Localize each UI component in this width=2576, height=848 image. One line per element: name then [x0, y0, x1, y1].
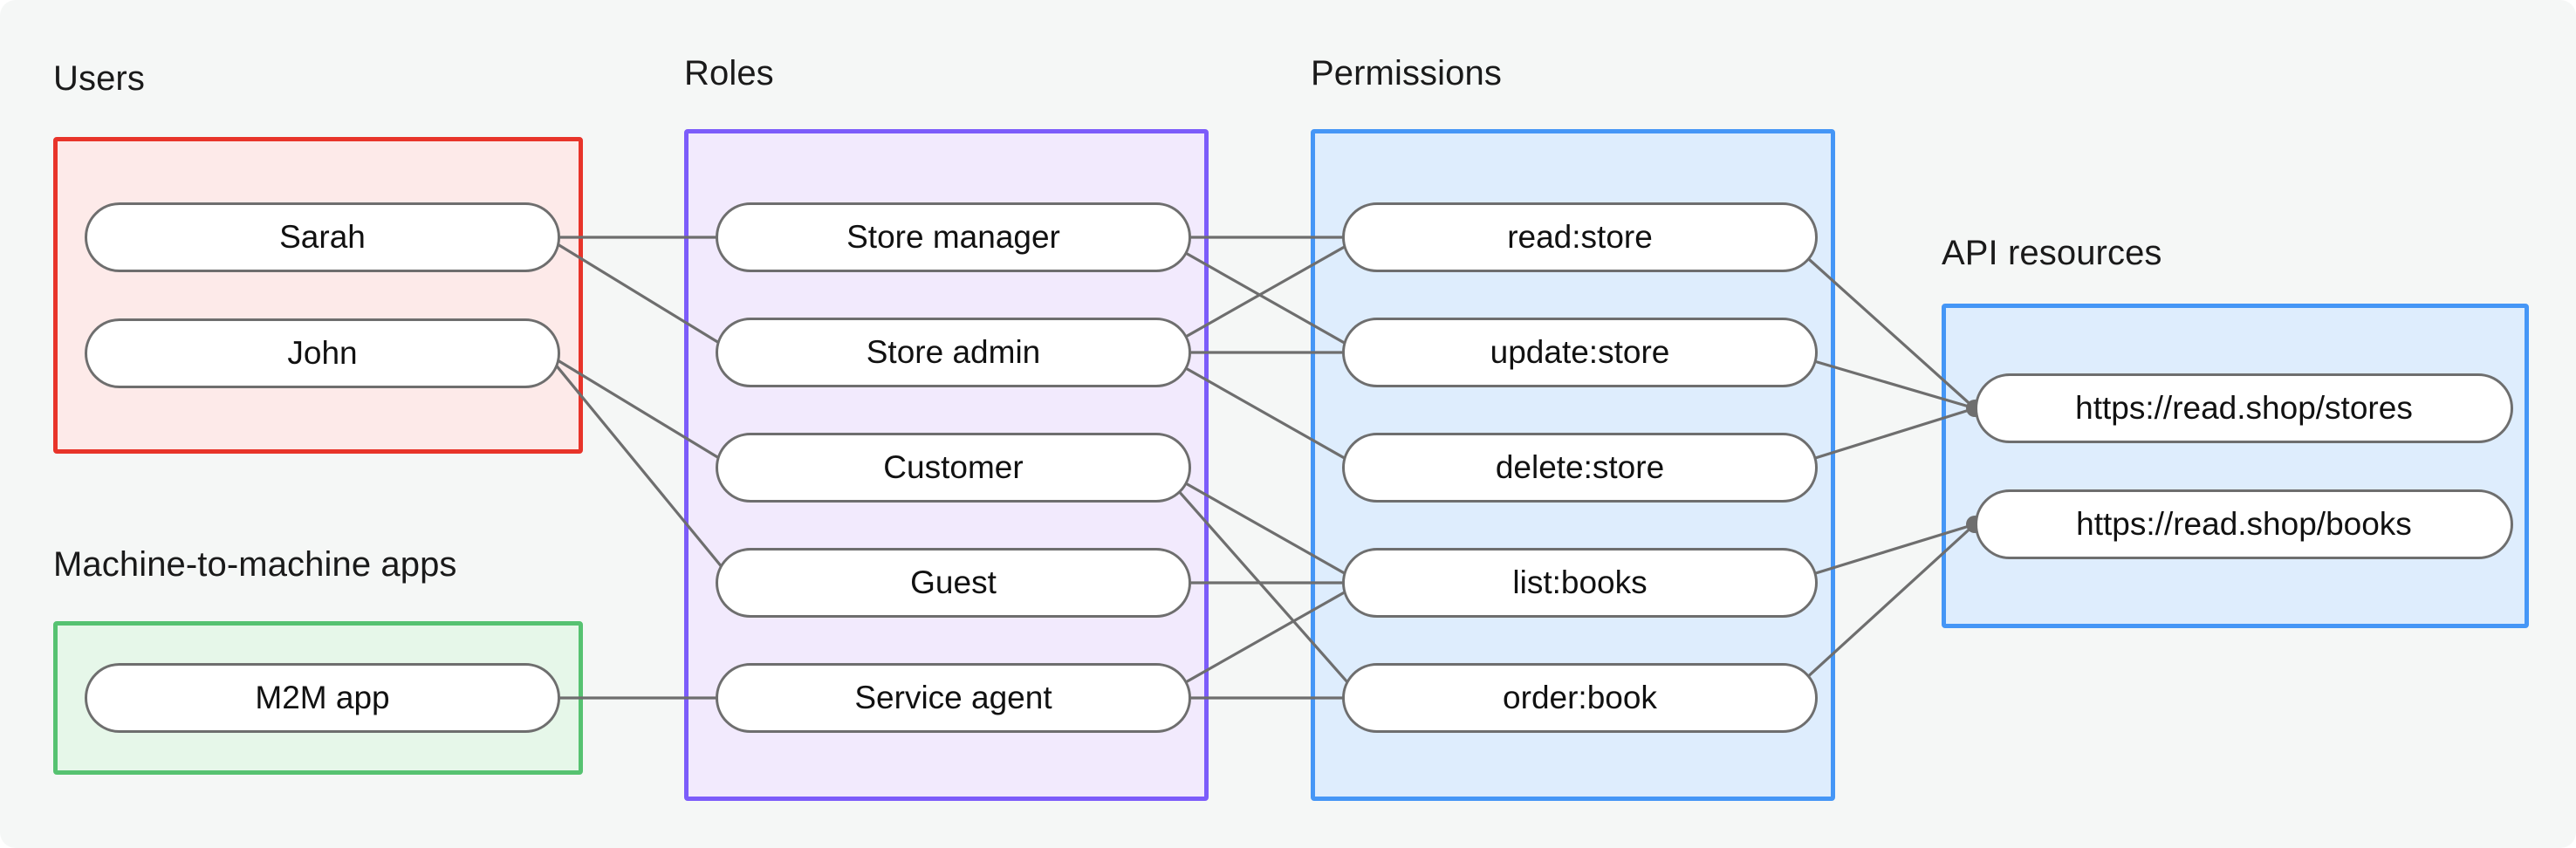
- node-list-books[interactable]: list:books: [1342, 548, 1818, 618]
- node-read-shop-books[interactable]: https://read.shop/books: [1975, 489, 2513, 559]
- group-label-m2m: Machine-to-machine apps: [53, 545, 457, 584]
- group-box-api-resources: [1942, 304, 2529, 628]
- group-label-roles: Roles: [684, 54, 774, 92]
- node-service-agent[interactable]: Service agent: [716, 663, 1191, 733]
- group-label-api-resources: API resources: [1942, 234, 2162, 272]
- node-m2m-app[interactable]: M2M app: [85, 663, 560, 733]
- group-label-users: Users: [53, 59, 145, 98]
- node-customer[interactable]: Customer: [716, 433, 1191, 503]
- node-delete-store[interactable]: delete:store: [1342, 433, 1818, 503]
- node-update-store[interactable]: update:store: [1342, 318, 1818, 387]
- node-sarah[interactable]: Sarah: [85, 202, 560, 272]
- group-box-users: [53, 137, 583, 454]
- node-guest[interactable]: Guest: [716, 548, 1191, 618]
- node-order-book[interactable]: order:book: [1342, 663, 1818, 733]
- node-john[interactable]: John: [85, 318, 560, 388]
- node-read-shop-stores[interactable]: https://read.shop/stores: [1975, 373, 2513, 443]
- group-label-permissions: Permissions: [1311, 54, 1502, 92]
- node-store-manager[interactable]: Store manager: [716, 202, 1191, 272]
- node-read-store[interactable]: read:store: [1342, 202, 1818, 272]
- node-store-admin[interactable]: Store admin: [716, 318, 1191, 387]
